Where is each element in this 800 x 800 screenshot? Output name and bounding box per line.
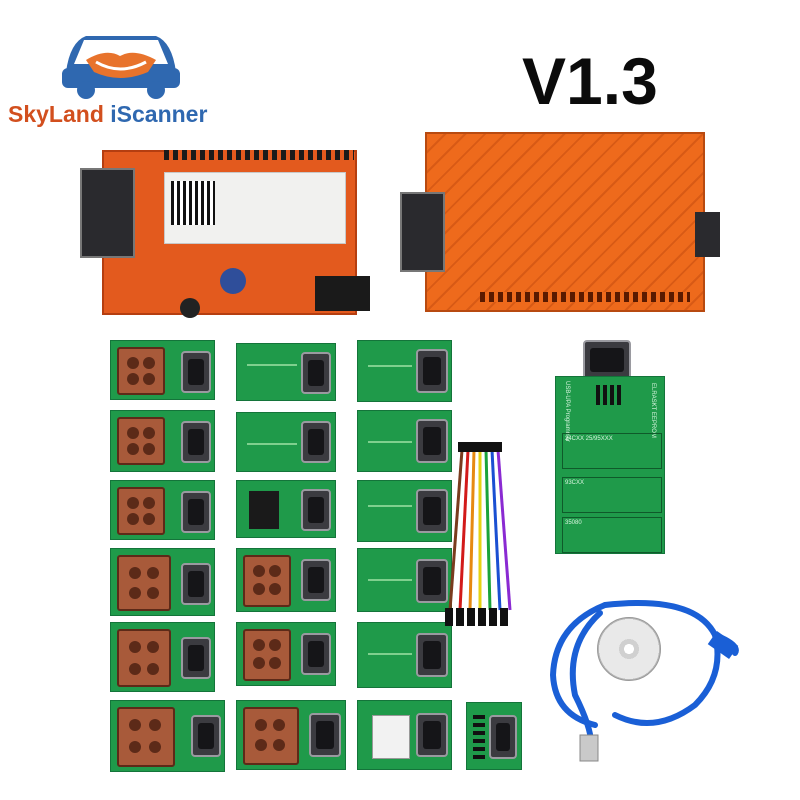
adapter-board <box>236 700 346 770</box>
adapter-board <box>236 622 336 686</box>
adapter-board <box>110 548 215 616</box>
brand-name-part2: iScanner <box>110 101 208 127</box>
programmer-board-front <box>80 150 380 320</box>
qr-code-icon <box>171 181 215 225</box>
adapter-board <box>236 548 336 612</box>
eeprom-row: 24CXX 25/95XXX <box>562 433 662 469</box>
adapter-board <box>357 480 452 542</box>
car-handshake-icon <box>62 36 180 99</box>
usb-cable-icon <box>545 585 750 765</box>
brand-name-part1: SkyLand <box>8 101 104 127</box>
adapter-board <box>357 410 452 472</box>
adapter-board <box>110 700 225 772</box>
adapter-board <box>110 480 215 540</box>
adapter-board <box>236 480 336 538</box>
adapter-board <box>357 548 452 612</box>
adapter-board <box>236 343 336 401</box>
adapter-board <box>357 622 452 688</box>
adapter-board <box>110 410 215 472</box>
version-label: V1.3 <box>522 44 658 118</box>
label-sticker <box>164 172 346 244</box>
eeprom-row-label: 24CXX 25/95XXX <box>565 436 613 442</box>
programmer-board-back <box>400 132 720 322</box>
brand-name: SkyLand iScanner <box>8 101 207 128</box>
eeprom-row: 35080 <box>562 517 662 553</box>
brand-logo <box>56 12 186 102</box>
eeprom-row: 93CXX <box>562 477 662 513</box>
eeprom-subtitle: ELRASKT EEPROM <box>650 383 656 438</box>
adapter-board <box>110 622 215 692</box>
eeprom-row-label: 93CXX <box>565 480 585 486</box>
adapter-board <box>466 702 522 770</box>
cd-disc-icon <box>597 617 661 681</box>
adapter-board <box>236 412 336 472</box>
ribbon-cable-icon <box>440 440 520 640</box>
eeprom-row-label: 35080 <box>565 520 582 526</box>
eeprom-adapter: USB-UPA Programmer ELRASKT EEPROM 24CXX … <box>555 340 665 555</box>
adapter-board <box>357 340 452 402</box>
adapter-board <box>357 700 452 770</box>
adapter-board <box>110 340 215 400</box>
